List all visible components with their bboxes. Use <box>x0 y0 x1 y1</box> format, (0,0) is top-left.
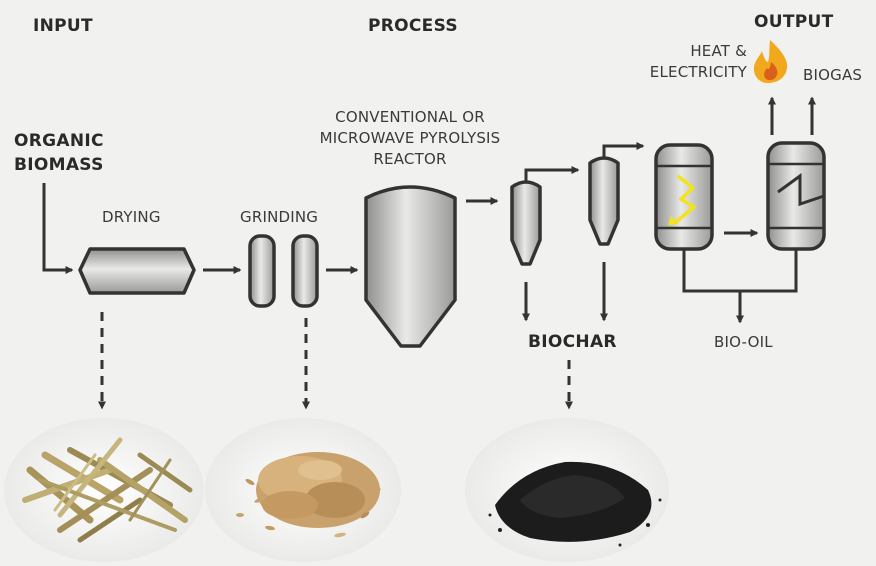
reactor-label: CONVENTIONAL OR MICROWAVE PYROLYSIS REAC… <box>290 107 530 170</box>
cyclone2-to-condenser-arrow <box>602 142 645 158</box>
lightning-icon <box>674 174 696 224</box>
organic-biomass-line-1: ORGANIC <box>14 131 104 151</box>
organic-biomass-line-2: BIOMASS <box>14 155 104 175</box>
gas-unit-vessel <box>766 141 826 251</box>
grinder-vessel-1 <box>248 234 276 308</box>
organic-biomass-label: ORGANIC BIOMASS <box>14 129 104 177</box>
grinder-vessel-2 <box>291 234 319 308</box>
process-heading: PROCESS <box>368 16 458 36</box>
biochar-label: BIOCHAR <box>528 332 617 352</box>
dried-biomass-image <box>4 418 204 562</box>
bio-oil-collector <box>682 249 798 293</box>
pyrolysis-reactor-vessel <box>364 185 457 348</box>
drying-label: DRYING <box>102 208 161 226</box>
biomass-input-arrow <box>42 183 74 274</box>
biochar-image <box>465 418 669 562</box>
dryer-vessel <box>78 247 196 295</box>
input-heading: INPUT <box>33 16 93 36</box>
bio-oil-label: BIO-OIL <box>714 333 773 351</box>
cyclone-vessel-1 <box>510 180 542 266</box>
ground-biomass-image <box>205 418 401 562</box>
cyclone1-to-cyclone2-arrow <box>524 166 580 182</box>
flame-icon <box>753 40 788 83</box>
biogas-label: BIOGAS <box>803 66 863 84</box>
heat-label-line-1: HEAT & <box>690 42 747 60</box>
reactor-label-line-1: CONVENTIONAL OR <box>335 108 485 126</box>
reactor-label-line-3: REACTOR <box>373 150 447 168</box>
heat-label-line-2: ELECTRICITY <box>649 63 747 81</box>
grinding-label: GRINDING <box>240 208 319 226</box>
reactor-label-line-2: MICROWAVE PYROLYSIS <box>319 129 501 147</box>
output-heading: OUTPUT <box>754 12 834 32</box>
cyclone-vessel-2 <box>588 156 620 246</box>
heat-electricity-label: HEAT & ELECTRICITY <box>643 41 747 83</box>
